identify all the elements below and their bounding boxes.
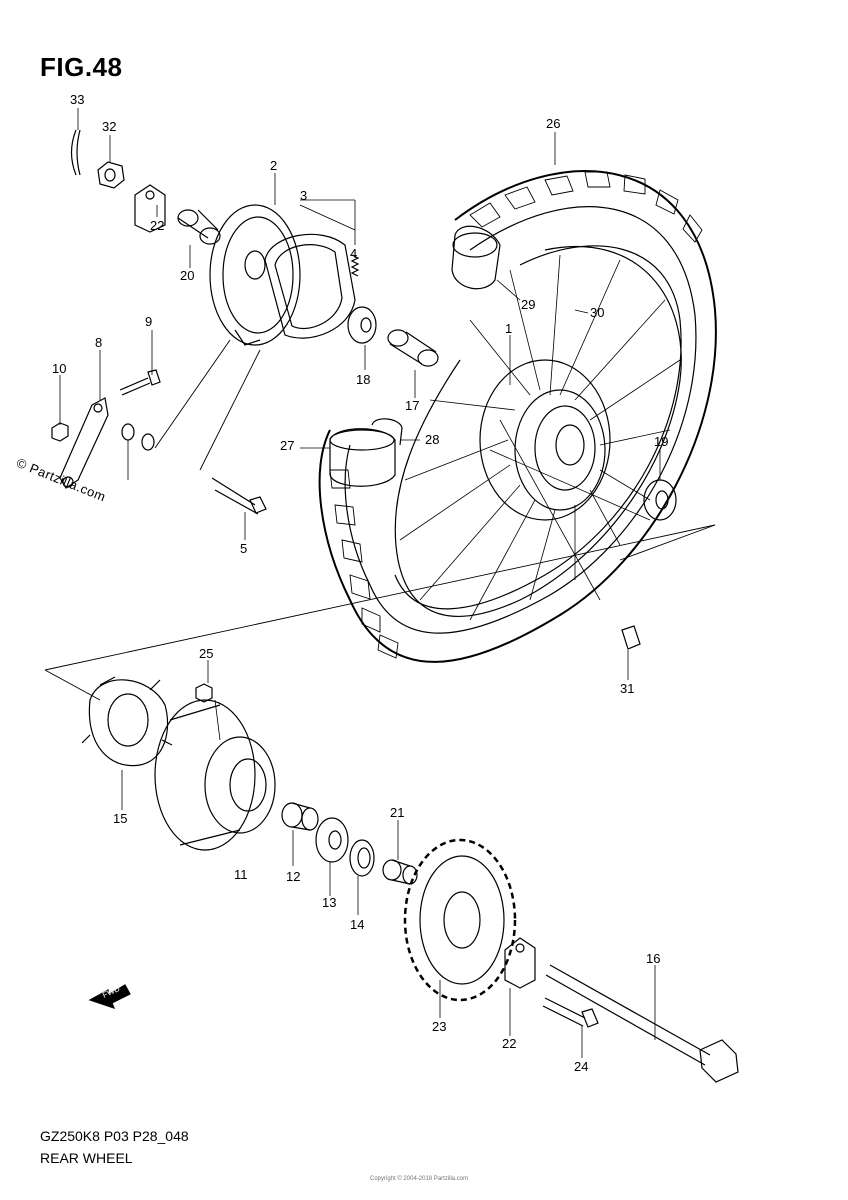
rim-band[interactable] xyxy=(451,225,501,290)
assembly-lines xyxy=(44,204,716,701)
callout-leaders xyxy=(59,108,661,1058)
sprocket-drum[interactable] xyxy=(154,699,276,851)
callout-29: 29 xyxy=(521,297,535,312)
callout-8: 8 xyxy=(95,335,102,350)
valve-cap[interactable] xyxy=(621,625,641,650)
rear-wheel[interactable] xyxy=(318,170,717,663)
brake-shoe-set[interactable] xyxy=(264,233,356,339)
callout-27: 27 xyxy=(280,438,294,453)
callout-30: 30 xyxy=(590,305,604,320)
callout-23: 23 xyxy=(432,1019,446,1034)
callout-17: 17 xyxy=(405,398,419,413)
callout-25: 25 xyxy=(199,646,213,661)
callout-12: 12 xyxy=(286,869,300,884)
tube-assembly[interactable] xyxy=(329,418,403,487)
lever-bolt[interactable] xyxy=(119,369,161,396)
brake-spring[interactable] xyxy=(350,254,360,277)
callout-labels: 33 32 2 3 4 22 20 9 8 10 5 18 17 1 26 29… xyxy=(52,92,668,1074)
oil-seal[interactable] xyxy=(349,839,375,877)
callout-18: 18 xyxy=(356,372,370,387)
sprocket-spacer[interactable] xyxy=(281,802,319,831)
rear-sprocket[interactable] xyxy=(403,838,517,1002)
rear-axle[interactable] xyxy=(545,964,739,1083)
model-code: GZ250K8 P03 P28_048 xyxy=(40,1128,189,1144)
callout-4: 4 xyxy=(350,246,357,261)
cotter-pin[interactable] xyxy=(70,129,81,176)
callout-20: 20 xyxy=(180,268,194,283)
axle-spacer[interactable] xyxy=(387,329,439,367)
figure-title: FIG.48 xyxy=(40,52,123,82)
callout-26: 26 xyxy=(546,116,560,131)
lever-washers[interactable] xyxy=(121,423,155,451)
spacer-collar[interactable] xyxy=(177,209,221,245)
brake-cam-shaft[interactable] xyxy=(211,477,267,515)
callout-1: 1 xyxy=(505,321,512,336)
callout-15: 15 xyxy=(113,811,127,826)
sprocket-collar[interactable] xyxy=(382,859,418,885)
fwd-arrow-icon xyxy=(88,984,131,1009)
sprocket-bolt[interactable] xyxy=(542,997,599,1028)
callout-31: 31 xyxy=(620,681,634,696)
copyright-notice: Copyright © 2004-2018 Partzilla.com xyxy=(370,1176,469,1182)
callout-22-bottom: 22 xyxy=(502,1036,516,1051)
callout-3: 3 xyxy=(300,188,307,203)
callout-24: 24 xyxy=(574,1059,588,1074)
callout-28: 28 xyxy=(425,432,439,447)
wheel-bearing-left[interactable] xyxy=(347,306,377,344)
lever-nut[interactable] xyxy=(51,422,69,442)
callout-2: 2 xyxy=(270,158,277,173)
callout-9: 9 xyxy=(145,314,152,329)
callout-32: 32 xyxy=(102,119,116,134)
callout-13: 13 xyxy=(322,895,336,910)
chain-adjuster-top[interactable] xyxy=(134,184,166,233)
callout-10: 10 xyxy=(52,361,66,376)
wheel-damper[interactable] xyxy=(81,676,173,767)
brake-cam-lever[interactable] xyxy=(59,397,109,489)
brake-panel[interactable] xyxy=(209,204,301,346)
callout-21: 21 xyxy=(390,805,404,820)
section-name: REAR WHEEL xyxy=(40,1150,133,1166)
sprocket-nut[interactable] xyxy=(195,683,213,703)
chain-adjuster-bottom[interactable] xyxy=(504,937,536,989)
callout-19: 19 xyxy=(654,434,668,449)
callout-22-top: 22 xyxy=(150,218,164,233)
callout-14: 14 xyxy=(350,917,364,932)
sprocket-bearing[interactable] xyxy=(315,817,349,863)
callout-33: 33 xyxy=(70,92,84,107)
callout-16: 16 xyxy=(646,951,660,966)
axle-nut[interactable] xyxy=(97,161,125,189)
callout-5: 5 xyxy=(240,541,247,556)
callout-11: 11 xyxy=(234,867,248,882)
